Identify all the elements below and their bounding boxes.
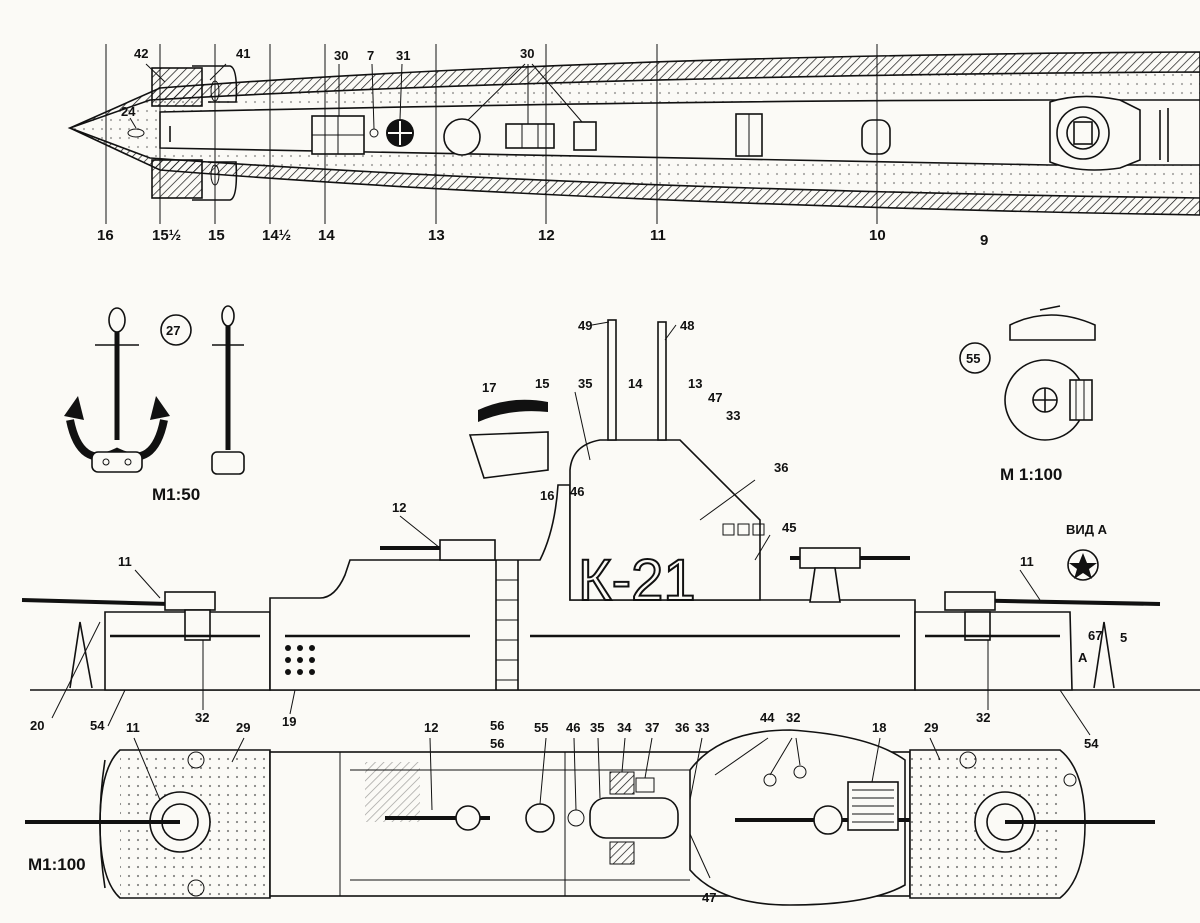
label-33: 33 (726, 408, 740, 423)
label-15: 15 (535, 376, 549, 391)
label-42: 42 (134, 46, 148, 61)
hatch-scale: М 1:100 (1000, 465, 1062, 484)
label-18: 18 (872, 720, 886, 735)
label-30-a: 30 (334, 48, 348, 63)
label-13: 13 (688, 376, 702, 391)
label-30-b: 30 (520, 46, 534, 61)
label-54-bow: 54 (90, 718, 105, 733)
label-48: 48 (680, 318, 694, 333)
label-46: 46 (570, 484, 584, 499)
circled-55: 55 (966, 351, 980, 366)
label-7: 7 (367, 48, 374, 63)
label-35: 35 (578, 376, 592, 391)
label-56-side: 56 (490, 718, 504, 733)
plan-view (25, 729, 1155, 906)
hull-number: К-21 (578, 548, 696, 613)
label-5: 5 (1120, 630, 1127, 645)
label-29-bow: 29 (236, 720, 250, 735)
label-11-stern: 11 (1020, 554, 1034, 569)
label-49: 49 (578, 318, 592, 333)
frame-16: 16 (97, 227, 114, 244)
label-29-stern: 29 (924, 720, 938, 735)
frame-11: 11 (650, 227, 666, 244)
frame-10: 10 (869, 227, 886, 244)
label-41: 41 (236, 46, 250, 61)
label-24: 24 (121, 104, 136, 119)
label-17: 17 (482, 380, 496, 395)
label-11-plan: 11 (126, 720, 140, 735)
side-profile: К-21 (21, 319, 1200, 736)
label-35-plan: 35 (590, 720, 604, 735)
label-55-plan: 55 (534, 720, 548, 735)
label-32-stern: 32 (976, 710, 990, 725)
frame-14-half: 14½ (262, 227, 291, 244)
label-54-stern: 54 (1084, 736, 1099, 751)
label-36-plan: 36 (675, 720, 689, 735)
frame-15: 15 (208, 227, 225, 244)
top-deck-view (67, 44, 1200, 224)
label-11-bow: 11 (118, 554, 132, 569)
label-32-plan: 32 (786, 710, 800, 725)
frame-12: 12 (538, 227, 555, 244)
label-36: 36 (774, 460, 788, 475)
label-20: 20 (30, 718, 44, 733)
frame-14: 14 (318, 227, 335, 244)
label-31: 31 (396, 48, 410, 63)
anchor-scale: М1:50 (152, 485, 200, 504)
label-33-plan: 33 (695, 720, 709, 735)
frame-15-half: 15½ (152, 227, 181, 244)
label-16: 16 (540, 488, 554, 503)
frame-13: 13 (428, 227, 445, 244)
label-34: 34 (617, 720, 632, 735)
label-32-bow: 32 (195, 710, 209, 725)
label-46-plan: 46 (566, 720, 580, 735)
label-37: 37 (645, 720, 659, 735)
plan-scale: М1:100 (28, 855, 86, 874)
label-45: 45 (782, 520, 796, 535)
label-12-plan: 12 (424, 720, 438, 735)
label-14: 14 (628, 376, 643, 391)
label-47-plan: 47 (702, 890, 716, 905)
frame-9: 9 (980, 232, 988, 249)
view-a-label: ВИД А (1066, 522, 1108, 537)
label-56-plan: 56 (490, 736, 504, 751)
label-67: 67 (1088, 628, 1102, 643)
label-47: 47 (708, 390, 722, 405)
hatch-detail (959, 305, 1096, 441)
label-44: 44 (760, 710, 775, 725)
label-19: 19 (282, 714, 296, 729)
circled-27: 27 (166, 323, 180, 338)
naval-flag (468, 431, 549, 479)
label-12: 12 (392, 500, 406, 515)
view-a-marker: А (1078, 650, 1088, 665)
anchor-detail (64, 305, 245, 475)
